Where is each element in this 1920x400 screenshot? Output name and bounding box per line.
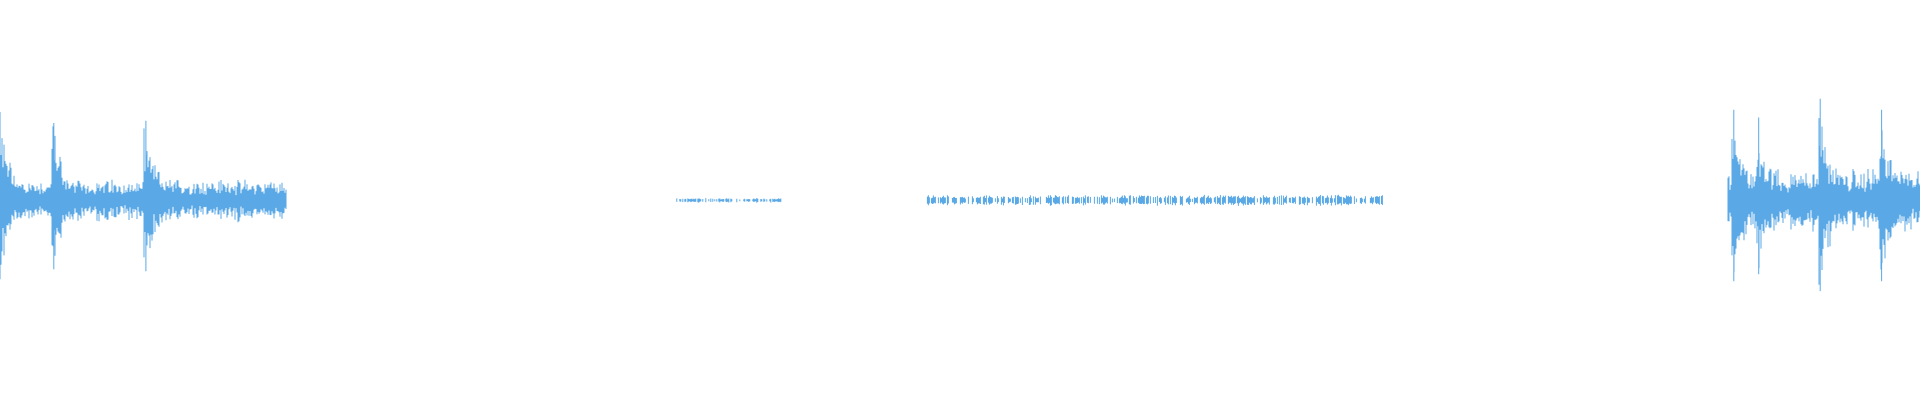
- audio-region[interactable]: [926, 194, 1383, 206]
- waveform-trace: [0, 112, 287, 280]
- audio-region[interactable]: [676, 198, 782, 203]
- audio-region[interactable]: [1727, 98, 1920, 292]
- waveform-trace: [1727, 98, 1920, 292]
- waveform-trace: [926, 194, 1383, 206]
- audio-region[interactable]: [0, 112, 287, 280]
- waveform-trace: [676, 198, 782, 203]
